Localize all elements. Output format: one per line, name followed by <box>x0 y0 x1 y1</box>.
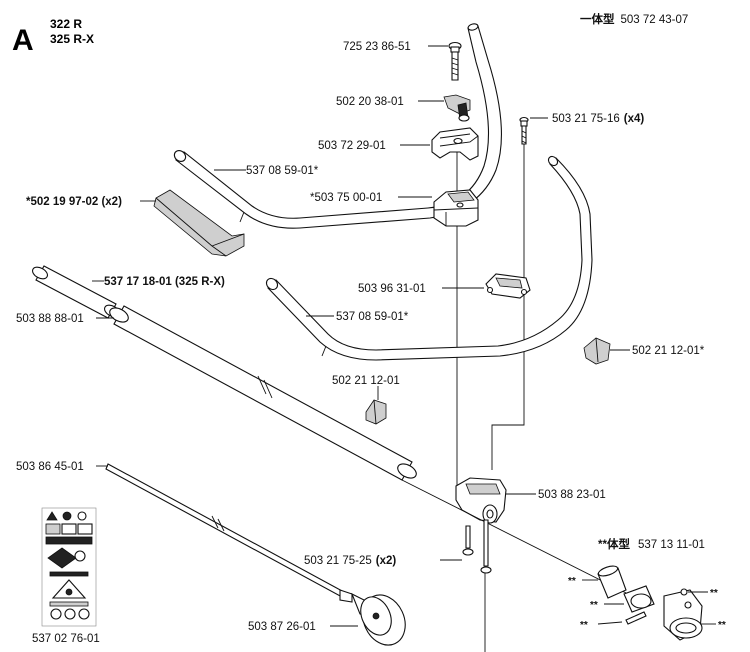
grip-part <box>153 189 245 257</box>
model-325rx: 325 R-X <box>50 32 94 46</box>
handle-right-part <box>265 155 593 361</box>
clamp-bottom-part <box>455 477 507 524</box>
decal-sheet-part <box>41 507 97 627</box>
marker-3: ** <box>580 620 588 631</box>
label-end-cap-right: 502 21 12-01* <box>632 345 705 357</box>
label-bolt-top: 725 23 86-51 <box>343 41 411 53</box>
end-drive-part <box>350 592 406 646</box>
model-322r: 322 R <box>50 17 82 31</box>
label-decal-sheet: 537 02 76-01 <box>32 633 100 645</box>
label-end-drive: 503 87 26-01 <box>248 621 316 633</box>
leader-marker-3 <box>597 621 623 625</box>
section-letter: A <box>12 24 34 57</box>
label-bracket: 503 96 31-01 <box>358 283 426 295</box>
tube-325-part <box>32 265 120 319</box>
marker-2: ** <box>590 600 598 611</box>
label-handle-right: 537 08 59-01* <box>336 311 409 323</box>
screw-x2-part <box>462 519 492 574</box>
label-grip: *502 19 97-02 (x2) <box>26 196 122 208</box>
bolt-top-part <box>448 41 462 81</box>
one-piece-bottom-parts <box>597 565 703 641</box>
label-shaft: 503 86 45-01 <box>16 461 84 473</box>
label-screw-x4: 503 21 75-16(x4) <box>552 113 644 125</box>
shaft-part <box>105 463 353 603</box>
marker-4: ** <box>710 588 718 599</box>
label-tube-main: 503 88 88-01 <box>16 313 84 325</box>
label-clamp-bottom: 503 88 23-01 <box>538 489 606 501</box>
marker-1: ** <box>568 576 576 587</box>
label-handle-left: 537 08 59-01* <box>246 165 319 177</box>
end-cap-right-part <box>583 337 611 365</box>
bracket-part <box>485 273 531 299</box>
label-wing-nut: 502 20 38-01 <box>336 96 404 108</box>
wing-nut-part <box>443 94 471 122</box>
clamp-top-part <box>431 127 479 161</box>
clamp-mid-part <box>433 189 479 227</box>
tube-main-part <box>109 305 417 481</box>
marker-5: ** <box>718 620 726 631</box>
label-screw-x2: 503 21 75-25(x2) <box>304 555 396 567</box>
handle-left-part <box>173 23 502 229</box>
end-cap-left-part <box>365 399 387 425</box>
label-clamp-top: 503 72 29-01 <box>318 140 386 152</box>
ref-line-screws <box>491 125 525 470</box>
label-clamp-mid: *503 75 00-01 <box>310 192 382 204</box>
label-tube-325: 537 17 18-01 (325 R-X) <box>104 276 225 288</box>
screw-x4-part <box>519 116 529 145</box>
label-end-cap-left: 502 21 12-01 <box>332 375 400 387</box>
